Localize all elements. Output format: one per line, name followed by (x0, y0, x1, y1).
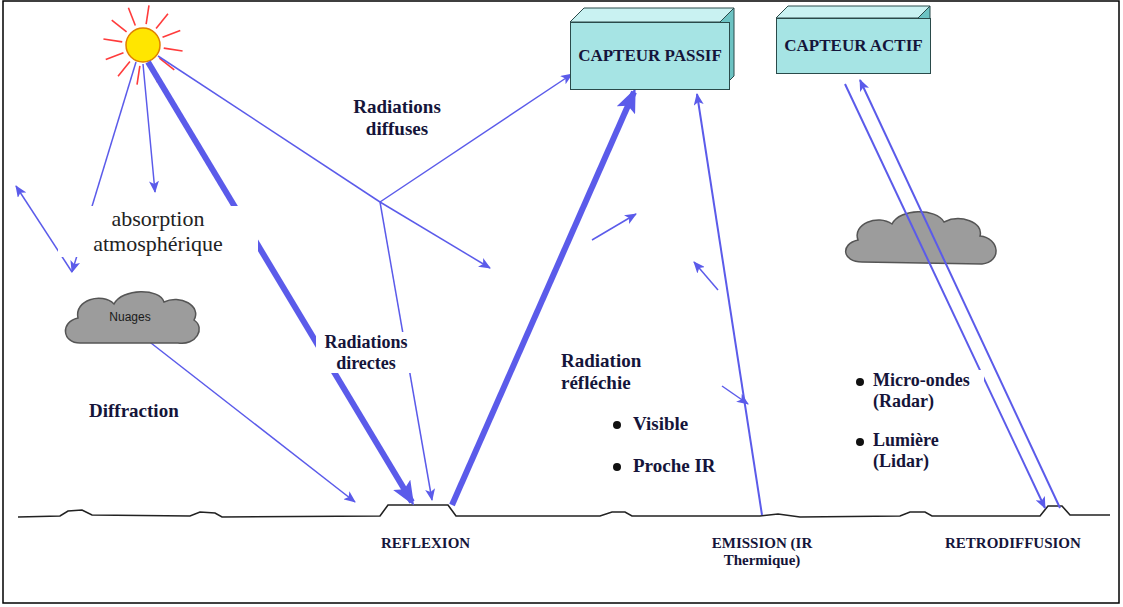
frame-border (3, 1, 1119, 603)
sun-ray (159, 58, 174, 70)
sun-ray (156, 14, 168, 29)
sun-disc (126, 28, 160, 62)
band-label: Micro-ondes (Radar) (872, 370, 984, 411)
band-label: Lumière (Lidar) (872, 430, 972, 471)
ray (143, 64, 155, 192)
box-top-face (570, 8, 734, 22)
diffuse-ray (380, 202, 490, 268)
radiation-rays (16, 56, 1060, 515)
ray-label: Radiations diffuses (322, 96, 472, 140)
sun (103, 5, 182, 84)
ray-label: Diffraction (88, 400, 180, 422)
reflected-ray (452, 92, 634, 505)
sun-rays (103, 5, 182, 84)
sun-ray (163, 30, 181, 37)
sensor-label: CAPTEUR PASSIF (578, 46, 722, 66)
sun-ray (164, 48, 183, 51)
sensor-box-3d (570, 6, 930, 90)
radar-ray (860, 80, 1060, 508)
sensor-label: CAPTEUR ACTIF (784, 36, 922, 56)
scatter-arrow (592, 214, 636, 240)
process-label: EMISSION (IR Thermique) (694, 535, 830, 570)
ray-label: Radiation réfléchie (560, 350, 664, 394)
box-top-face (776, 6, 930, 18)
cloud-node: Nuages (60, 288, 200, 346)
sun-ray (106, 53, 124, 60)
bullet (856, 378, 864, 386)
sun-ray (112, 20, 127, 32)
sensor-box: CAPTEUR PASSIF (570, 22, 730, 90)
sensor-box: CAPTEUR ACTIF (776, 18, 931, 74)
cloud (846, 212, 996, 264)
cloud-outline (65, 292, 199, 344)
sun-ray (118, 61, 130, 76)
sun-ray (103, 39, 122, 42)
scatter-arrow (694, 262, 718, 290)
ground-line (18, 505, 1110, 517)
process-label: RETRODIFFUSION (944, 535, 1082, 552)
radar-ray (845, 84, 1045, 508)
ray-label: Radiations directes (316, 332, 416, 373)
emission-ray (697, 94, 762, 515)
sun-ray (146, 5, 149, 24)
bullet (613, 463, 621, 471)
atmosphere-label: absorption atmosphérique (58, 206, 258, 257)
cloud-label: Nuages (109, 310, 150, 324)
sun-ray (128, 8, 135, 26)
band-label: Visible (632, 413, 689, 435)
bullet (613, 421, 621, 429)
sun-ray (137, 66, 140, 85)
bullet (856, 438, 864, 446)
process-label: REFLEXION (380, 535, 471, 552)
band-label: Proche IR (632, 455, 717, 477)
